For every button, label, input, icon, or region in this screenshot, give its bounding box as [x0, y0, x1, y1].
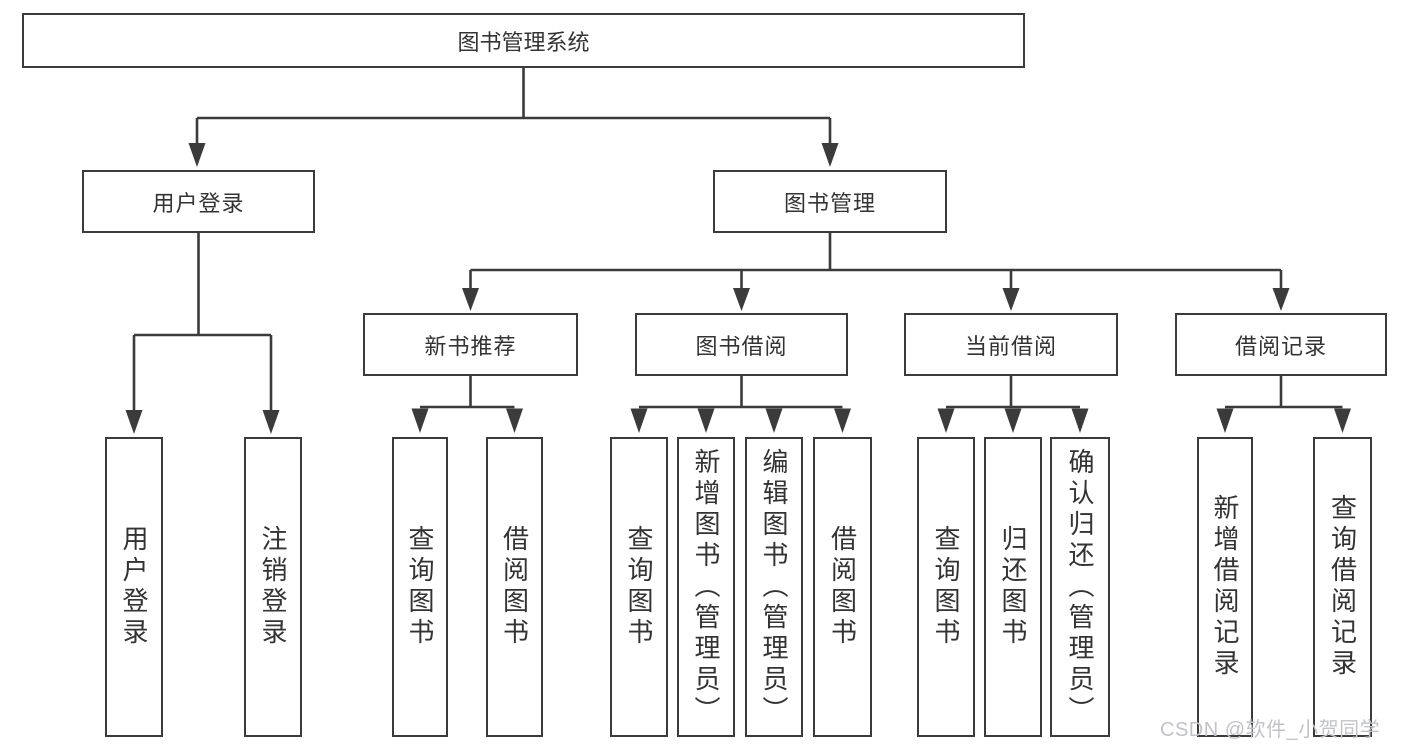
- node-borrow-records-label: 借阅记录: [1234, 333, 1327, 359]
- leaf-edit-books-admin-label: 编辑图书（管理员）: [759, 447, 789, 727]
- node-root-label: 图书管理系统: [457, 29, 590, 55]
- leaf-borrow-query-books-label: 查询图书: [624, 525, 654, 649]
- node-book-borrow-label: 图书借阅: [695, 333, 788, 359]
- node-borrow-records: 借阅记录: [1175, 313, 1387, 376]
- leaf-newrec-borrow-books: 借阅图书: [486, 437, 543, 737]
- node-new-book-rec: 新书推荐: [363, 313, 578, 376]
- connector-user-login-to-leaves: [125, 233, 280, 434]
- leaf-borrow-query-books: 查询图书: [610, 437, 668, 737]
- leaf-query-borrow-record: 查询借阅记录: [1313, 437, 1372, 737]
- node-user-login: 用户登录: [82, 170, 315, 233]
- leaf-user-login: 用户登录: [105, 437, 163, 737]
- node-book-management-label: 图书管理: [783, 190, 876, 216]
- leaf-borrow-books-label: 借阅图书: [827, 525, 858, 649]
- connector-new-book-rec-to-leaves: [411, 376, 523, 433]
- leaf-confirm-return-admin: 确认归还（管理员）: [1050, 437, 1110, 737]
- connector-book-borrow-to-leaves: [630, 376, 851, 433]
- connector-root-to-level2: [188, 68, 839, 167]
- leaf-confirm-return-admin-label: 确认归还（管理员）: [1065, 447, 1095, 727]
- leaf-return-books-label: 归还图书: [998, 525, 1028, 649]
- node-new-book-rec-label: 新书推荐: [424, 333, 517, 359]
- leaf-add-borrow-record-label: 新增借阅记录: [1210, 494, 1240, 680]
- node-book-management: 图书管理: [713, 170, 947, 233]
- node-current-borrow: 当前借阅: [904, 313, 1118, 376]
- connector-book-management-to-level3: [462, 233, 1290, 311]
- leaf-user-login-label: 用户登录: [119, 525, 149, 649]
- node-user-login-label: 用户登录: [152, 190, 245, 216]
- leaf-current-query-books: 查询图书: [917, 437, 975, 737]
- leaf-newrec-query-books: 查询图书: [392, 437, 448, 737]
- leaf-edit-books-admin: 编辑图书（管理员）: [745, 437, 803, 737]
- leaf-logout-label: 注销登录: [258, 525, 288, 649]
- leaf-return-books: 归还图书: [984, 437, 1042, 737]
- leaf-logout: 注销登录: [244, 437, 302, 737]
- leaf-query-borrow-record-label: 查询借阅记录: [1327, 494, 1358, 680]
- leaf-add-books-admin: 新增图书（管理员）: [677, 437, 735, 737]
- leaf-add-books-admin-label: 新增图书（管理员）: [691, 447, 721, 727]
- node-current-borrow-label: 当前借阅: [964, 333, 1057, 359]
- leaf-borrow-books: 借阅图书: [813, 437, 872, 737]
- node-root: 图书管理系统: [22, 13, 1025, 68]
- leaf-newrec-query-books-label: 查询图书: [405, 525, 435, 649]
- leaf-add-borrow-record: 新增借阅记录: [1197, 437, 1253, 737]
- connector-current-borrow-to-leaves: [937, 376, 1089, 433]
- leaf-current-query-books-label: 查询图书: [931, 525, 961, 649]
- connector-borrow-records-to-leaves: [1216, 376, 1351, 433]
- csdn-watermark: CSDN @软件_小贺同学: [1160, 719, 1381, 741]
- leaf-newrec-borrow-books-label: 借阅图书: [499, 525, 530, 649]
- node-book-borrow: 图书借阅: [635, 313, 848, 376]
